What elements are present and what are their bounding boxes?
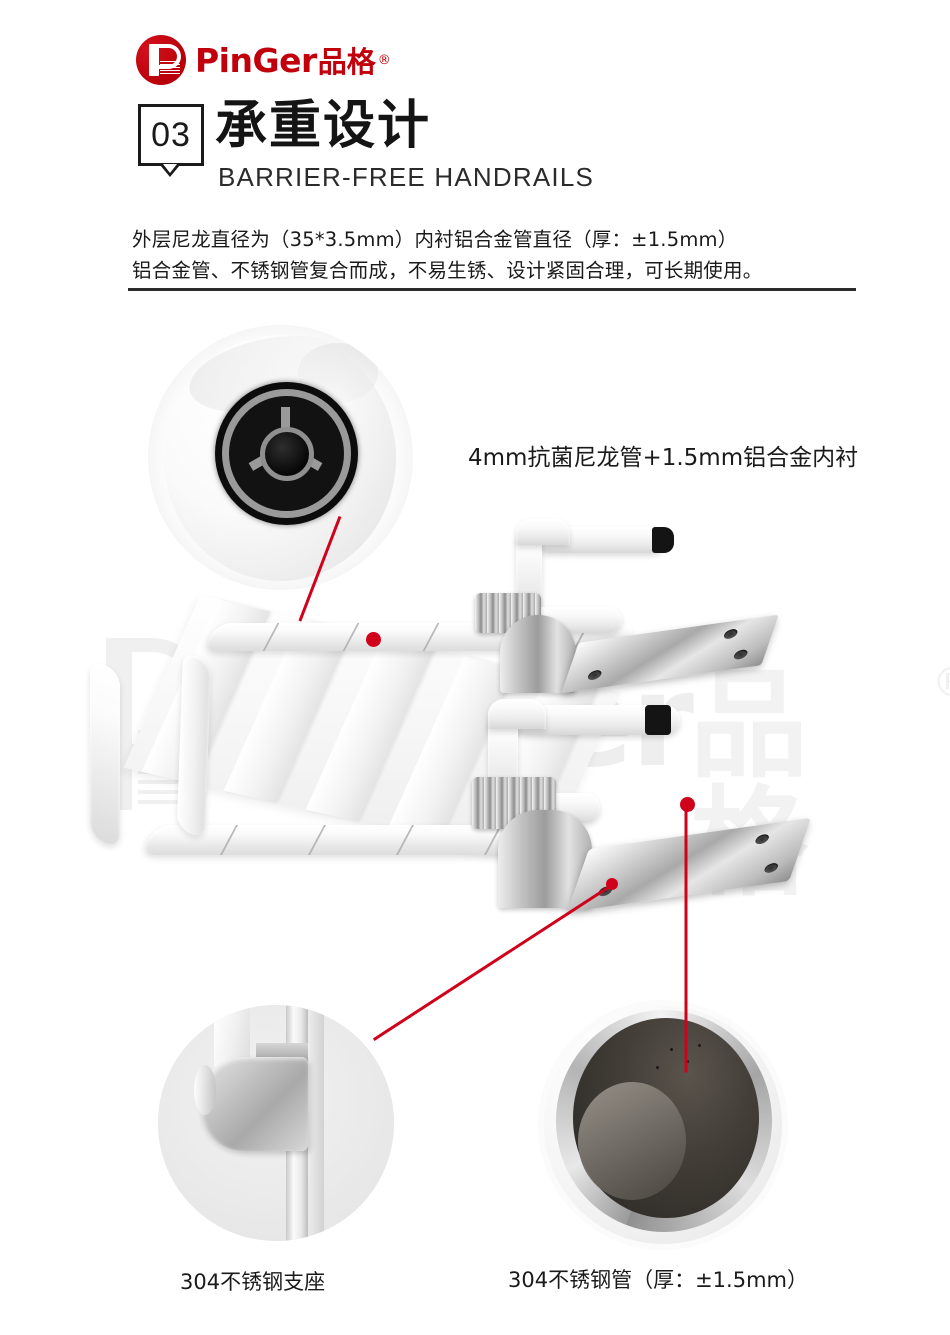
brand-name-en: PinGer: [195, 40, 317, 80]
leader-dot-bracket: [606, 878, 618, 890]
mounting-hole: [732, 648, 749, 661]
section-number-badge: 03: [138, 104, 204, 166]
mounting-hole: [586, 669, 603, 681]
bracket-clamp-body: [200, 1057, 308, 1151]
header-divider: [128, 288, 856, 291]
description-line-2: 铝合金管、不锈钢管复合而成，不易生锈、设计紧固合理，可长期使用。: [132, 259, 763, 282]
rail-seam: [308, 825, 326, 855]
tube-end-cap-lower: [645, 705, 671, 735]
watermark-registered-icon: ®: [932, 660, 950, 706]
frame-rail-left: [90, 658, 120, 850]
description-block: 外层尼龙直径为（35*3.5mm）内衬铝合金管直径（厚：±1.5mm） 铝合金管…: [132, 224, 832, 286]
badge-pointer-icon: [160, 164, 180, 177]
bracket-highlight: [194, 1065, 216, 1115]
rail-seam: [220, 825, 238, 855]
surface-speck: [656, 1066, 659, 1069]
surface-speck: [686, 1060, 689, 1063]
mounting-hole: [763, 862, 780, 874]
steel-bore-highlight: [578, 1082, 686, 1200]
bracket-clamp-top: [256, 1043, 308, 1061]
chrome-pivot-upper: [500, 615, 576, 693]
section-number: 03: [151, 115, 191, 154]
bracket-rail-edge: [310, 1005, 324, 1241]
rail-seam: [342, 623, 360, 651]
arm-elbow-upper: [516, 519, 570, 545]
page-title-cn: 承重设计: [215, 96, 432, 156]
leader-line-steel-tube: [684, 804, 688, 1073]
mounting-hole: [722, 628, 739, 640]
logo-stripes-icon: [160, 61, 180, 76]
rail-seam: [422, 623, 440, 651]
tube-end-cap-upper: [652, 527, 674, 553]
description-line-1: 外层尼龙直径为（35*3.5mm）内衬铝合金管直径（厚：±1.5mm）: [132, 228, 738, 251]
arm-elbow-lower: [488, 699, 546, 729]
tube-center-bore: [260, 427, 314, 481]
brand-name-cn: 品格: [317, 45, 376, 79]
surface-speck: [670, 1048, 673, 1051]
callout-label-steel-tube: 304不锈钢管（厚：±1.5mm）: [508, 1268, 808, 1292]
pinger-p-logo-icon: [136, 35, 186, 85]
surface-speck: [698, 1044, 701, 1047]
page-title-en: BARRIER-FREE HANDRAILS: [218, 162, 595, 192]
brand-logo: PinGer 品格 ®: [136, 32, 391, 88]
frame-rail-inner: [176, 650, 212, 840]
leader-dot-nylon: [366, 632, 381, 647]
callout-label-nylon-tube: 4mm抗菌尼龙管+1.5mm铝合金内衬: [468, 445, 859, 471]
rail-seam: [262, 623, 280, 651]
detail-photo-steel-bracket: [158, 1005, 394, 1241]
rail-seam: [396, 825, 414, 855]
detail-photo-steel-tube-cross-section: [538, 1000, 788, 1250]
callout-label-steel-bracket: 304不锈钢支座: [180, 1270, 326, 1294]
product-photo-shower-seat: [80, 515, 880, 935]
wall-plate-lower: [567, 817, 811, 913]
registered-mark-icon: ®: [377, 52, 391, 68]
mounting-hole: [754, 833, 771, 845]
detail-photo-nylon-cross-section: [148, 325, 413, 590]
leader-dot-steel-tube: [680, 797, 695, 812]
